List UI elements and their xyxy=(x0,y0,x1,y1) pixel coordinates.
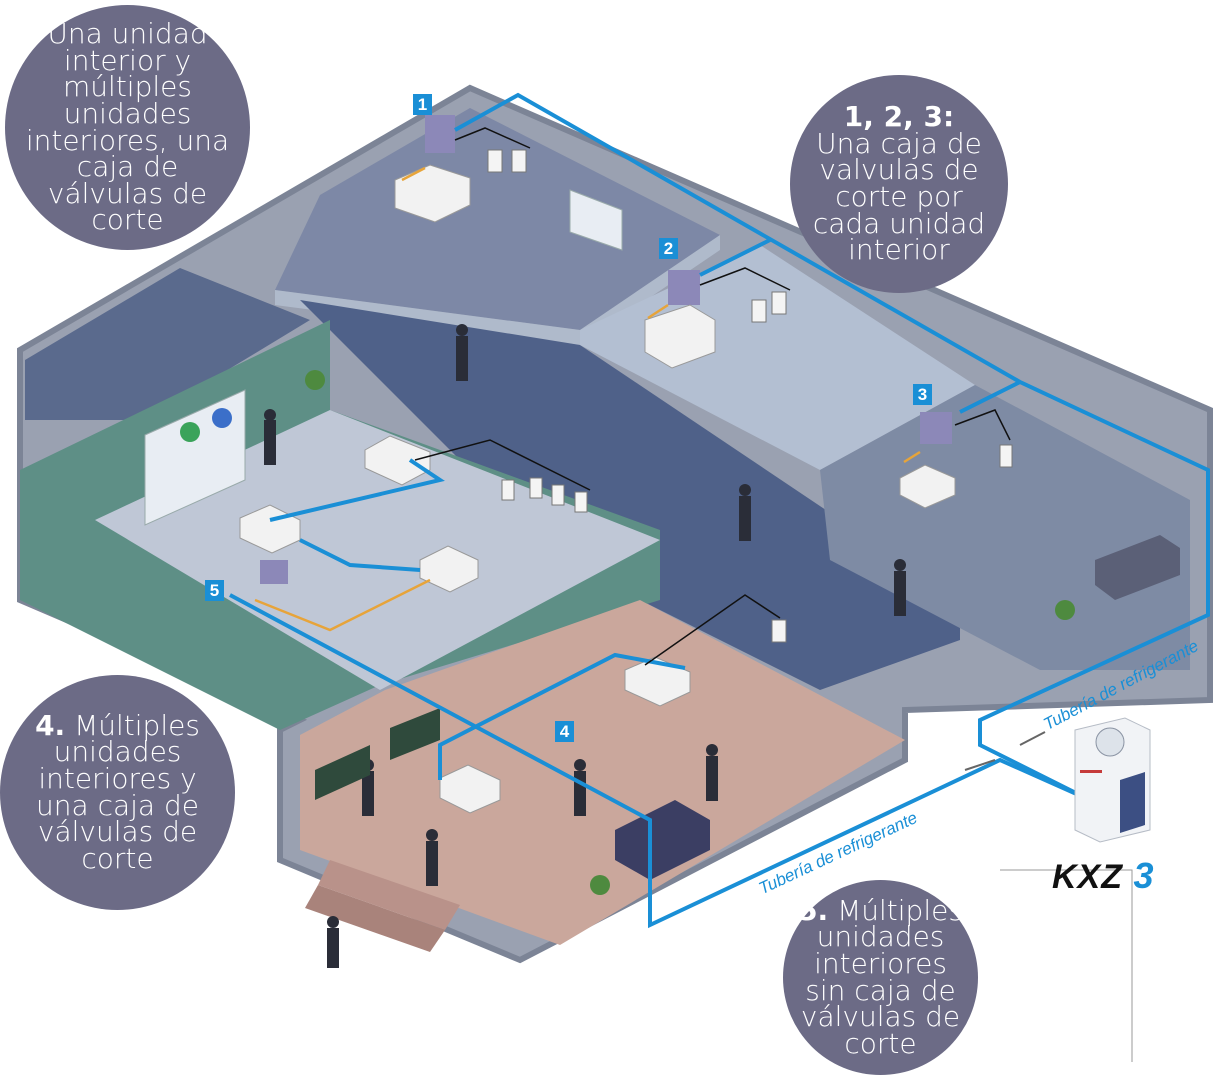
corridor-floor xyxy=(300,300,960,690)
callout-text: Una caja de valvulas de corte por cada u… xyxy=(812,126,986,267)
callout-heading: 5. xyxy=(798,893,829,927)
ducted-unit-icon xyxy=(644,270,716,369)
gas-pipe xyxy=(254,166,921,632)
marker-5: 5 xyxy=(205,580,224,601)
callout-heading: 4. xyxy=(35,708,66,742)
marker-3: 3 xyxy=(913,384,932,405)
brand-logo: KXZ 3 xyxy=(1052,855,1154,897)
callout-line xyxy=(1000,869,1133,1062)
outdoor-unit-icon xyxy=(1074,717,1151,843)
callout-bubble-bottom-right: 5. Múltiples unidades interiores sin caj… xyxy=(783,880,978,1075)
brand-version: 3 xyxy=(1133,855,1155,896)
cassette-unit-icon xyxy=(439,764,501,814)
ducted-unit-icon xyxy=(394,115,471,223)
marker-4: 4 xyxy=(555,721,574,742)
cassette-unit-icon xyxy=(364,435,431,486)
callout-body: Múltiples unidades interiores sin caja d… xyxy=(800,893,963,1060)
airflow-arrow xyxy=(964,731,1046,771)
entrance-stairs xyxy=(305,860,460,952)
chart-board-icon xyxy=(569,189,623,251)
plant-icon xyxy=(305,370,1075,895)
valve-box-icon xyxy=(260,560,288,584)
callout-bubble-top-right: 1, 2, 3: Una caja de valvulas de corte p… xyxy=(790,75,1008,293)
cassette-unit-icon xyxy=(419,545,479,593)
lobby-floor xyxy=(300,600,905,945)
marker-1: 1 xyxy=(413,94,432,115)
storage-room xyxy=(25,268,310,420)
cassette-unit-icon xyxy=(624,656,691,707)
callout-heading: 1, 2, 3: xyxy=(843,100,955,134)
callout-text: 5. Múltiples unidades interiores sin caj… xyxy=(796,896,966,1058)
conference-room-top xyxy=(275,108,720,330)
callout-text: Una unidad interior y múltiples unidades… xyxy=(25,17,230,237)
marker-2: 2 xyxy=(659,238,678,259)
sofa-icon xyxy=(315,708,440,800)
callout-body: Múltiples unidades interiores y una caja… xyxy=(36,708,200,875)
chart-board-icon xyxy=(144,389,246,526)
sofa-icon xyxy=(1095,535,1180,600)
cassette-unit-icon xyxy=(899,412,956,509)
brand-name: KXZ xyxy=(1052,858,1123,896)
callout-bubble-top-left: Una unidad interior y múltiples unidades… xyxy=(5,5,250,250)
control-wire xyxy=(414,127,1011,666)
wall-controller-icon xyxy=(487,149,1013,643)
sofa-icon xyxy=(615,800,710,880)
callout-bubble-bottom-left: 4. Múltiples unidades interiores y una c… xyxy=(0,675,235,910)
callout-text: 4. Múltiples unidades interiores y una c… xyxy=(18,711,218,873)
